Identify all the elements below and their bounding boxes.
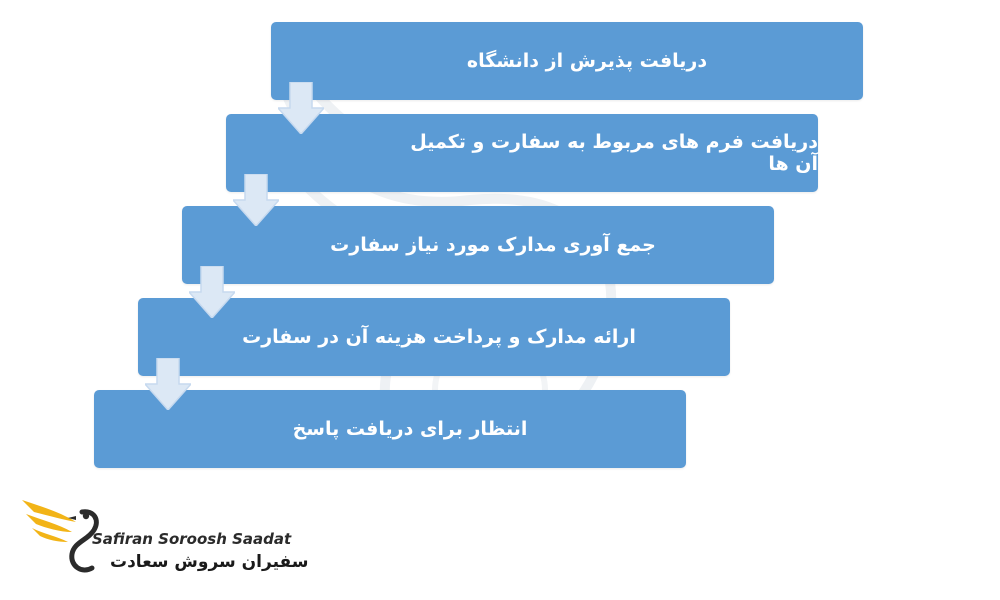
step-1-box: دریافت پذیرش از دانشگاه bbox=[271, 22, 863, 100]
logo-name-english: Safiran Soroosh Saadat bbox=[92, 530, 292, 548]
down-arrow-icon bbox=[278, 82, 324, 134]
step-4-box: ارائه مدارک و پرداخت هزینه آن در سفارت bbox=[138, 298, 730, 376]
down-arrow-icon bbox=[233, 174, 279, 226]
step-3-label: جمع آوری مدارک مورد نیاز سفارت bbox=[330, 234, 656, 256]
step-5-label: انتظار برای دریافت پاسخ bbox=[292, 418, 528, 440]
step-4-label: ارائه مدارک و پرداخت هزینه آن در سفارت bbox=[242, 326, 636, 348]
step-5-box: انتظار برای دریافت پاسخ bbox=[94, 390, 686, 468]
down-arrow-icon bbox=[145, 358, 191, 410]
swan-logo-icon bbox=[22, 500, 99, 573]
company-logo: Safiran Soroosh Saadat سفیران سروش سعادت bbox=[20, 492, 308, 592]
step-2-label: دریافت فرم های مربوط به سفارت و تکمیل آن… bbox=[410, 131, 818, 175]
step-3-box: جمع آوری مدارک مورد نیاز سفارت bbox=[182, 206, 774, 284]
step-2-box: دریافت فرم های مربوط به سفارت و تکمیل آن… bbox=[226, 114, 818, 192]
down-arrow-icon bbox=[189, 266, 235, 318]
logo-name-persian: سفیران سروش سعادت bbox=[110, 552, 309, 572]
step-1-label: دریافت پذیرش از دانشگاه bbox=[466, 50, 708, 72]
